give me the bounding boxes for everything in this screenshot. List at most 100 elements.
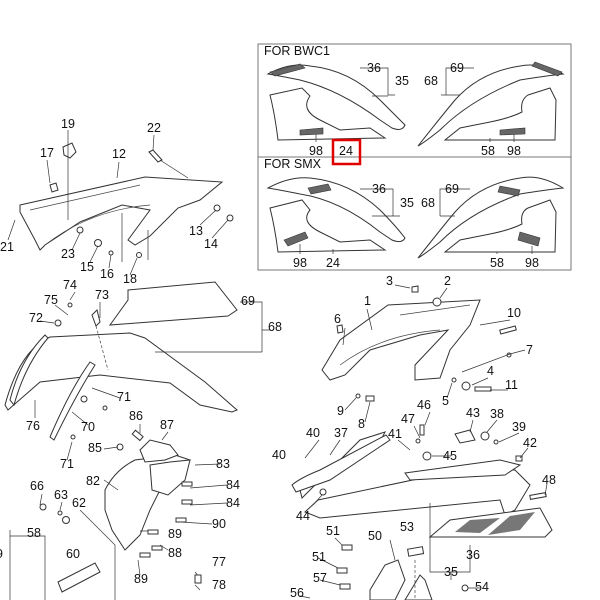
callout-17: 17: [40, 146, 54, 160]
variant-inset: FOR BWC1 FOR SMX: [257, 43, 572, 271]
callout-85: 85: [88, 441, 102, 455]
callout-98: 98: [309, 144, 323, 158]
callout-8: 8: [358, 417, 365, 431]
callout-88: 88: [168, 546, 182, 560]
callout-71: 71: [60, 457, 74, 471]
callout-72: 72: [29, 311, 43, 325]
callout-90: 90: [212, 517, 226, 531]
callout-89: 89: [134, 572, 148, 586]
callout-82: 82: [86, 474, 100, 488]
callout-14: 14: [204, 237, 218, 251]
callout-47: 47: [401, 412, 415, 426]
smx-left-fairing: [266, 177, 406, 253]
callout-48: 48: [542, 473, 556, 487]
callout-60: 60: [66, 547, 80, 561]
callout-42: 42: [523, 436, 537, 450]
callout-84: 84: [226, 496, 240, 510]
callout-83: 83: [216, 457, 230, 471]
callout-76: 76: [26, 419, 40, 433]
callout-74: 74: [63, 278, 77, 292]
callout-40: 40: [306, 426, 320, 440]
callout-68: 68: [424, 74, 438, 88]
callout-98: 98: [525, 256, 539, 270]
smx-right-fairing: [417, 176, 565, 259]
callout-5: 5: [442, 394, 449, 408]
callout-73: 73: [95, 288, 109, 302]
callout-44: 44: [296, 509, 310, 523]
callout-36: 36: [367, 61, 381, 75]
callout-labels: 19 17 12 22 13 14 21 23 15 16 18 74 75 7…: [0, 117, 556, 600]
callout-23: 23: [61, 247, 75, 261]
inner-panel-assembly: [7, 130, 234, 276]
callout-87: 87: [160, 418, 174, 432]
right-inner-panel-assembly: [321, 284, 526, 423]
callout-56: 56: [290, 586, 304, 600]
callout-69: 69: [241, 294, 255, 308]
callout-54: 54: [475, 580, 489, 594]
callout-98: 98: [507, 144, 521, 158]
callout-35: 35: [444, 565, 458, 579]
callout-9: 9: [337, 404, 344, 418]
callout-69: 69: [450, 61, 464, 75]
callout-59-partial: 9: [0, 547, 3, 561]
left-side-fairing-assembly: [4, 281, 270, 461]
callout-78: 78: [212, 578, 226, 592]
callout-89: 89: [168, 527, 182, 541]
variant-title-smx: FOR SMX: [264, 157, 322, 171]
callout-68: 68: [268, 320, 282, 334]
callout-24-highlighted[interactable]: 24: [339, 144, 353, 158]
callout-36: 36: [466, 548, 480, 562]
callout-1: 1: [364, 294, 371, 308]
callout-16: 16: [100, 267, 114, 281]
callout-10: 10: [507, 306, 521, 320]
callout-86: 86: [129, 409, 143, 423]
bwc1-right-fairing: [417, 61, 565, 147]
callout-19: 19: [61, 117, 75, 131]
callout-57: 57: [313, 571, 327, 585]
callout-62: 62: [72, 496, 86, 510]
callout-24: 24: [326, 256, 340, 270]
callout-15: 15: [80, 260, 94, 274]
callout-7: 7: [526, 343, 533, 357]
callout-39: 39: [512, 420, 526, 434]
callout-68: 68: [421, 196, 435, 210]
callout-11: 11: [505, 378, 518, 392]
callout-98: 98: [293, 256, 307, 270]
callout-35: 35: [400, 196, 414, 210]
bottom-bracket-assembly: [299, 537, 480, 600]
callout-66: 66: [30, 479, 44, 493]
callout-53: 53: [400, 520, 414, 534]
callout-71: 71: [117, 390, 131, 404]
callout-6: 6: [334, 312, 341, 326]
callout-50: 50: [368, 529, 382, 543]
variant-title-bwc1: FOR BWC1: [264, 44, 330, 58]
callout-21: 21: [0, 240, 14, 254]
callout-43: 43: [466, 406, 480, 420]
callout-40: 40: [272, 448, 286, 462]
callout-51: 51: [312, 550, 326, 564]
callout-12: 12: [112, 147, 126, 161]
callout-75: 75: [44, 293, 58, 307]
callout-38: 38: [490, 407, 504, 421]
callout-84: 84: [226, 478, 240, 492]
bwc1-left-fairing: [266, 63, 406, 141]
callout-63: 63: [54, 488, 68, 502]
callout-70: 70: [81, 420, 95, 434]
callout-69: 69: [445, 182, 459, 196]
lower-bracket-assembly: [9, 424, 228, 600]
callout-45: 45: [443, 449, 457, 463]
lower-fairing-assembly: [291, 411, 553, 580]
callout-77: 77: [212, 555, 226, 569]
highlight-box: [331, 138, 362, 166]
callout-58: 58: [490, 256, 504, 270]
callout-18: 18: [123, 272, 137, 286]
callout-58: 58: [481, 144, 495, 158]
callout-2: 2: [444, 274, 451, 288]
callout-22: 22: [147, 121, 161, 135]
callout-13: 13: [189, 224, 203, 238]
callout-35: 35: [395, 74, 409, 88]
callout-58: 58: [27, 526, 41, 540]
callout-51: 51: [326, 524, 340, 538]
